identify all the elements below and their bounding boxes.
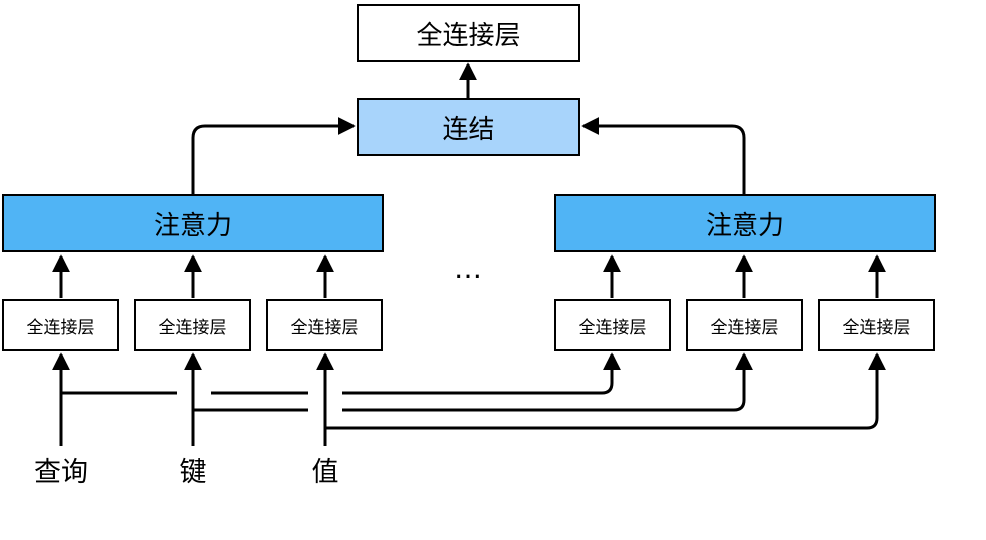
key-label: 键 (179, 457, 207, 488)
arrow-value-to-fc6 (325, 352, 886, 430)
fc-box-3: 全连接层 (266, 299, 383, 351)
value-label: 值 (311, 457, 339, 488)
arrow-query-to-fc4 (342, 352, 621, 395)
fc-box-2: 全连接层 (134, 299, 251, 351)
query-label: 查询 (34, 457, 88, 488)
attention-box-right: 注意力 (554, 194, 936, 252)
fc-box-5: 全连接层 (686, 299, 803, 351)
ellipsis: … (454, 252, 482, 285)
arrow-attn-right-to-concat (581, 117, 746, 194)
fc-box-6: 全连接层 (818, 299, 935, 351)
concat-box: 连结 (357, 98, 580, 156)
fc-box-1: 全连接层 (2, 299, 119, 351)
arrow-attn-left-to-concat (191, 117, 356, 194)
fc-box-4: 全连接层 (554, 299, 671, 351)
arrow-key-to-fc5 (342, 352, 753, 412)
top-fully-connected-layer: 全连接层 (357, 4, 580, 62)
attention-box-left: 注意力 (2, 194, 384, 252)
